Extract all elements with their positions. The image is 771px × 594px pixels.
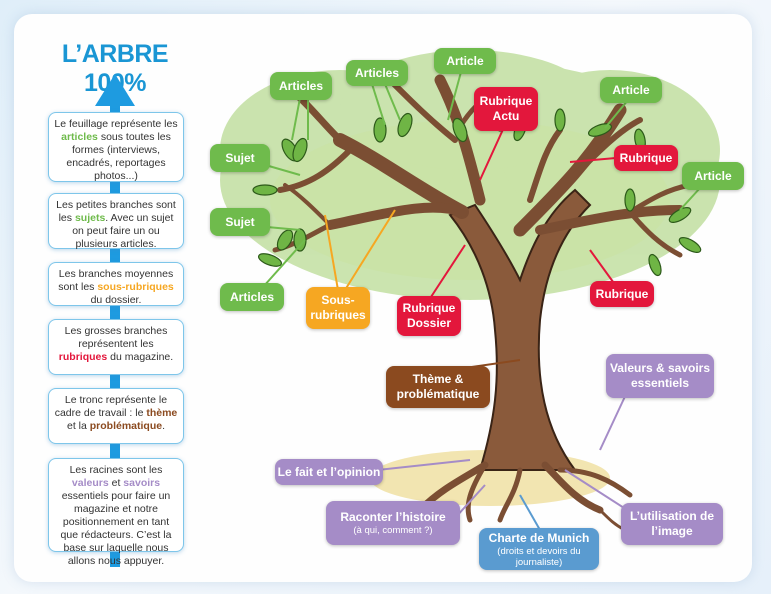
legend-highlight: thème xyxy=(146,407,178,419)
label-text: Articles xyxy=(354,65,400,80)
label-rubrique: Rubrique xyxy=(590,281,654,307)
label-text: Raconter l’histoire xyxy=(340,510,446,524)
label-text: Le fait et l’opinion xyxy=(277,464,381,479)
legend-text: et xyxy=(108,477,124,489)
label-text: Charte de Munich xyxy=(488,530,590,545)
legend-text: Les branches moyennes sont les xyxy=(58,268,174,293)
label-text: l’image xyxy=(651,524,693,538)
legend-highlight: sous-rubriques xyxy=(97,281,174,293)
legend-text: Le tronc représente le cadre de travail … xyxy=(54,394,168,419)
legend-text: sous toutes les formes (interviews, enca… xyxy=(66,131,171,182)
label-text: Article xyxy=(446,53,484,68)
label-fait-opinion: Le fait et l’opinion xyxy=(275,459,383,485)
label-sujet: Sujet xyxy=(210,144,270,172)
legend-text: essentiels pour faire un magazine et not… xyxy=(60,490,172,567)
label-text: Sujet xyxy=(225,150,255,165)
legend-highlight: sujets xyxy=(74,212,106,224)
label-article: Article xyxy=(600,77,662,103)
legend-small-branches: Les petites branches sont les sujets. Av… xyxy=(48,193,184,250)
label-text: Articles xyxy=(229,289,275,304)
label-valeurs-savoirs: Valeurs & savoirs essentiels xyxy=(606,354,714,398)
label-text: Articles xyxy=(278,78,324,93)
legend-trunk: Le tronc représente le cadre de travail … xyxy=(48,388,184,444)
legend-text: du dossier. xyxy=(90,294,142,306)
trunk xyxy=(448,188,592,471)
legend-medium-branches: Les branches moyennes sont les sous-rubr… xyxy=(48,262,184,306)
legend-large-branches: Les grosses branches représentent les ru… xyxy=(48,319,184,375)
label-text: Sous- xyxy=(321,293,355,307)
label-articles: Articles xyxy=(220,283,284,311)
label-text: Rubrique xyxy=(479,94,533,108)
label-raconter-histoire: Raconter l’histoire (à qui, comment ?) xyxy=(326,501,460,545)
legend-highlight: problématique xyxy=(89,420,163,432)
label-theme-problematique: Thème & problématique xyxy=(386,366,490,408)
label-text: Actu xyxy=(492,109,520,123)
legend-text: . xyxy=(162,420,166,432)
page-title: L’ARBRE 100% xyxy=(61,40,169,97)
label-text: Dossier xyxy=(406,316,452,330)
label-rubrique-dossier: Rubrique Dossier xyxy=(397,296,461,336)
legend-highlight: rubriques xyxy=(58,351,108,363)
legend-highlight: valeurs xyxy=(71,477,109,489)
up-arrow-icon xyxy=(95,74,135,106)
label-utilisation-image: L’utilisation de l’image xyxy=(621,503,723,545)
label-text: Article xyxy=(612,82,650,97)
label-rubrique: Rubrique xyxy=(614,145,678,171)
legend-foliage: Le feuillage représente les articles sou… xyxy=(48,112,184,182)
legend-text: Les racines sont les xyxy=(69,464,163,476)
label-text: Valeurs & savoirs xyxy=(609,361,711,375)
legend-highlight: articles xyxy=(61,131,98,143)
legend-text: du magazine. xyxy=(107,351,174,363)
legend-text: . Avec un sujet on peut faire un ou plus… xyxy=(72,212,174,250)
label-subtext: (à qui, comment ?) xyxy=(353,525,433,536)
label-text: Sujet xyxy=(225,214,255,229)
label-articles: Articles xyxy=(270,72,332,100)
legend-text: Les petites branches sont les xyxy=(56,199,176,224)
label-rubrique-actu: Rubrique Actu xyxy=(474,87,538,131)
label-text: essentiels xyxy=(630,376,690,390)
label-text: rubriques xyxy=(310,308,366,322)
legend-text: Le feuillage représente les xyxy=(54,118,178,130)
label-sujet: Sujet xyxy=(210,208,270,236)
label-text: problématique xyxy=(396,387,480,401)
label-charte-munich: Charte de Munich (droits et devoirs du j… xyxy=(479,528,599,570)
label-text: Thème & xyxy=(412,372,464,386)
label-text: Rubrique xyxy=(402,301,456,315)
label-articles: Articles xyxy=(346,60,408,86)
label-text: Article xyxy=(694,168,732,183)
legend-text: et la xyxy=(66,420,90,432)
label-text: Rubrique xyxy=(619,150,673,165)
label-article: Article xyxy=(434,48,496,74)
label-text: Rubrique xyxy=(595,286,649,301)
connectors xyxy=(254,71,701,531)
label-sous-rubriques: Sous- rubriques xyxy=(306,287,370,329)
legend-roots: Les racines sont les valeurs et savoirs … xyxy=(48,458,184,567)
label-subtext: (droits et devoirs du journaliste) xyxy=(497,545,581,568)
legend-highlight: savoirs xyxy=(123,477,161,489)
label-article: Article xyxy=(682,162,744,190)
legend-text: Les grosses branches représentent les xyxy=(64,325,168,350)
label-text: L’utilisation de xyxy=(629,509,714,523)
